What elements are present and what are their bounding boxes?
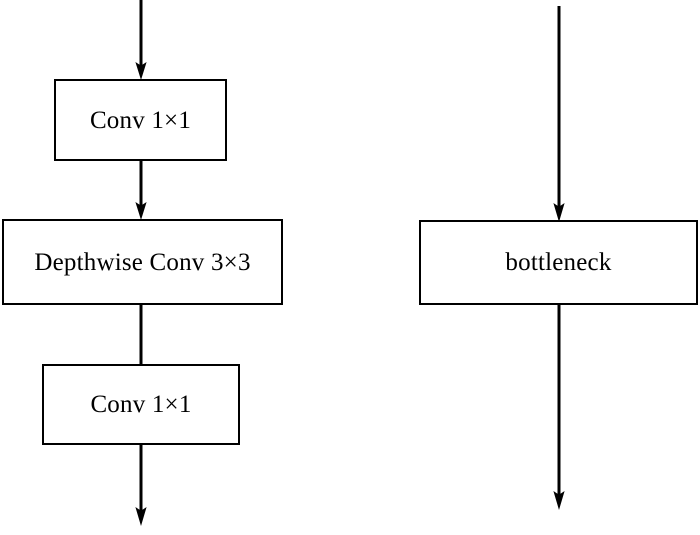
node-bottleneck[interactable]: bottleneck [419, 220, 698, 305]
edge-bottleneck-to-output [549, 303, 569, 515]
edge-input-to-bottleneck [549, 6, 569, 226]
node-depthwise-conv-3x3[interactable]: Depthwise Conv 3×3 [2, 219, 283, 305]
edge-conv2-to-output [131, 443, 151, 531]
node-conv-1x1-top-label: Conv 1×1 [89, 106, 192, 134]
node-conv-1x1-top[interactable]: Conv 1×1 [54, 79, 227, 161]
node-depthwise-conv-3x3-label: Depthwise Conv 3×3 [34, 248, 251, 276]
node-conv-1x1-bottom[interactable]: Conv 1×1 [42, 364, 240, 445]
node-bottleneck-label: bottleneck [505, 249, 612, 276]
node-conv-1x1-bottom-label: Conv 1×1 [90, 391, 192, 418]
edge-input-to-conv1 [131, 0, 151, 82]
edge-depthwise-to-conv2 [131, 303, 151, 367]
edge-conv1-to-depthwise [131, 158, 151, 222]
